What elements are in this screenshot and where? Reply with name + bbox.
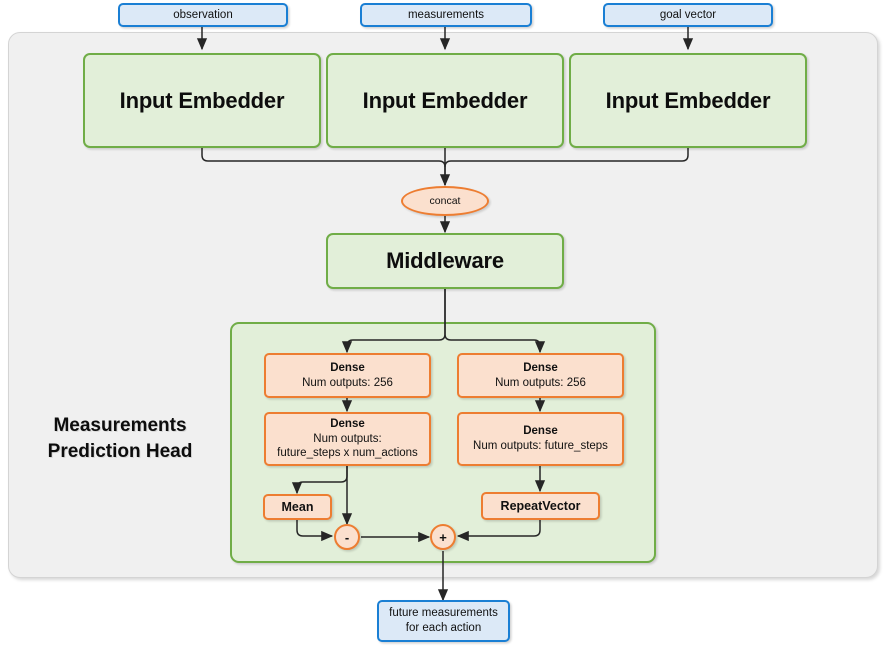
input-embedder-label-3: Input Embedder — [605, 87, 771, 113]
add-op-symbol: + — [439, 529, 447, 545]
input-label-measurements: measurements — [407, 8, 485, 21]
dense-right-2[interactable]: Dense Num outputs: future_steps — [457, 412, 624, 466]
input-box-observation[interactable]: observation — [118, 3, 288, 27]
input-label-goal-vector: goal vector — [659, 8, 717, 21]
dense-right-2-title: Dense — [523, 425, 558, 438]
dense-right-2-detail: Num outputs: future_steps — [473, 440, 608, 452]
output-box-future-measurements[interactable]: future measurements for each action — [377, 600, 510, 642]
dense-right-1-title: Dense — [523, 361, 558, 374]
input-embedder-measurements[interactable]: Input Embedder — [326, 53, 564, 148]
middleware-block[interactable]: Middleware — [326, 233, 564, 289]
subtract-op-symbol: - — [344, 529, 350, 545]
dense-left-1-detail: Num outputs: 256 — [302, 376, 393, 389]
subtract-op-node[interactable]: - — [334, 524, 360, 550]
mean-block[interactable]: Mean — [263, 494, 332, 520]
dense-left-1[interactable]: Dense Num outputs: 256 — [264, 353, 431, 398]
mean-label: Mean — [281, 499, 314, 514]
dense-left-2-title: Dense — [330, 417, 365, 430]
add-op-node[interactable]: + — [430, 524, 456, 550]
dense-left-2-detail-2: future_steps x num_actions — [277, 447, 418, 460]
repeat-vector-label: RepeatVector — [500, 498, 581, 513]
input-embedder-observation[interactable]: Input Embedder — [83, 53, 321, 148]
output-label-line-2: for each action — [405, 622, 482, 634]
concat-label: concat — [429, 195, 461, 207]
dense-left-1-title: Dense — [330, 361, 365, 374]
input-embedder-goal-vector[interactable]: Input Embedder — [569, 53, 807, 148]
input-box-measurements[interactable]: measurements — [360, 3, 532, 27]
head-title-line-1: Measurements — [53, 415, 187, 436]
input-embedder-label-1: Input Embedder — [119, 87, 285, 113]
concat-node[interactable]: concat — [401, 186, 489, 216]
measurements-prediction-head-title: Measurements Prediction Head — [20, 413, 220, 464]
output-label-line-1: future measurements — [389, 607, 498, 620]
dense-left-2[interactable]: Dense Num outputs: future_steps x num_ac… — [264, 412, 431, 466]
input-label-observation: observation — [173, 8, 233, 21]
input-box-goal-vector[interactable]: goal vector — [603, 3, 773, 27]
dense-right-1[interactable]: Dense Num outputs: 256 — [457, 353, 624, 398]
dense-left-2-detail-1: Num outputs: — [313, 432, 382, 445]
dense-right-1-detail: Num outputs: 256 — [495, 376, 586, 389]
middleware-label: Middleware — [386, 248, 504, 273]
repeat-vector-block[interactable]: RepeatVector — [481, 492, 600, 520]
input-embedder-label-2: Input Embedder — [362, 87, 528, 113]
head-title-line-2: Prediction Head — [47, 440, 193, 462]
